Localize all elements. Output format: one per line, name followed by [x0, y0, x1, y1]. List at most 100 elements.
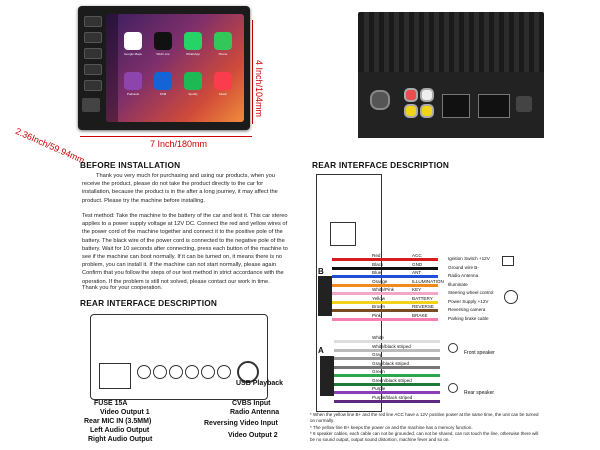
steering-wheel-icon	[504, 290, 518, 304]
wire-b-name: Red	[372, 253, 381, 258]
wire-a-name: Green	[372, 369, 385, 374]
wire-b	[332, 275, 438, 278]
rear-interface-title-left: REAR INTERFACE DESCRIPTION	[80, 298, 218, 308]
before-installation-title: BEFORE INSTALLATION	[80, 160, 181, 170]
wire-a	[334, 357, 440, 360]
rear-speaker-icon	[448, 383, 458, 393]
heatsink-fin	[534, 12, 539, 72]
wire-a-name: Gray/black striped	[372, 360, 410, 366]
wire-b-name: Blue	[372, 270, 382, 275]
app-label: WHO one	[156, 52, 170, 56]
stereo-rear-image	[358, 12, 544, 138]
top-connector	[330, 222, 356, 246]
connector-b-label: B	[318, 267, 324, 276]
wire-b	[332, 300, 438, 304]
heatsink-fin	[494, 12, 499, 72]
right-audio-jack	[185, 365, 199, 379]
wire-a	[334, 391, 440, 394]
heatsink-fin	[364, 12, 369, 72]
wire-b-name: Pink	[372, 312, 381, 318]
wire-a-name: Purple	[372, 386, 386, 391]
rca-yellow-1	[404, 104, 418, 118]
video-out-1-jack	[137, 365, 151, 379]
wire-b-function: ACC	[412, 253, 422, 258]
wire-b-name: Yellow	[372, 295, 386, 301]
label-reversing-video: Reversing Video Input	[204, 420, 278, 427]
phone-icon	[214, 32, 232, 50]
wire-a	[334, 374, 440, 377]
height-dimension: 4 Inch/104mm	[254, 60, 264, 118]
heatsink-fin	[394, 12, 399, 72]
volume-up-button	[84, 48, 102, 59]
radio-icon	[154, 72, 172, 90]
wire-b-name: White/Pink	[372, 287, 394, 292]
wire-b-target: Ground wire B-	[448, 264, 479, 270]
fuse-connector	[99, 363, 131, 389]
rear-interface-title-right: REAR INTERFACE DESCRIPTION	[312, 160, 450, 170]
wire-b	[332, 317, 438, 321]
wire-a-name: White	[372, 335, 384, 340]
label-left-audio: Left Audio Output	[90, 427, 150, 434]
label-rear-mic: Rear MIC IN (3.5MM)	[84, 418, 152, 425]
heatsink-fin	[414, 12, 419, 72]
app-label: SXM	[159, 92, 167, 96]
rear-speaker-label: Rear speaker	[464, 390, 495, 396]
app-label: WhatsApp	[186, 52, 200, 56]
label-video-output-2: Video Output 2	[228, 432, 278, 439]
wire-a	[334, 348, 440, 352]
before-paragraph-2: Test method: Take the machine to the bat…	[82, 213, 288, 285]
connector-b	[318, 276, 332, 316]
wiring-note: * The yellow line B+ keeps the power on …	[310, 424, 473, 430]
wire-b-target: Reversing camera	[448, 307, 486, 312]
news-icon	[154, 32, 172, 50]
harness-socket-a	[478, 94, 510, 118]
wire-b-target: Illuminate	[448, 281, 468, 287]
mic-jack	[153, 365, 167, 379]
heatsink-fin	[374, 12, 379, 72]
mic-icon	[84, 32, 102, 43]
front-speaker-icon	[448, 343, 458, 353]
wire-b-function: BRAKE	[412, 312, 428, 318]
heatsink-fin	[514, 12, 519, 72]
wire-b	[332, 283, 438, 287]
connector-a-label: A	[318, 346, 324, 355]
chat-icon	[184, 32, 202, 50]
wire-b-target: Power Supply +12V	[448, 298, 489, 304]
heatsink-fin	[524, 12, 529, 72]
usb-socket	[516, 96, 532, 112]
volume-down-button	[84, 64, 102, 75]
wire-b-function: GND	[412, 261, 423, 267]
wire-b	[332, 258, 438, 261]
app-label: Google Maps	[124, 52, 142, 56]
app-label: Spotify	[188, 92, 198, 96]
harness-socket-b	[442, 94, 470, 118]
dock	[106, 14, 118, 122]
connector-a	[320, 356, 334, 396]
wire-b-target: Radio Antenna	[448, 273, 479, 278]
rca-white	[420, 88, 434, 102]
height-arrow	[252, 20, 253, 124]
power-button	[84, 16, 102, 27]
before-paragraph-1: Thank you very much for purchasing and u…	[82, 173, 278, 204]
heatsink-fin	[434, 12, 439, 72]
heatsink-fin	[424, 12, 429, 72]
depth-dimension: 2.36Inch/59.94mm	[13, 126, 87, 166]
wire-b-name: Black	[372, 261, 384, 267]
antenna-port	[370, 90, 390, 110]
usb-port	[82, 98, 100, 112]
label-usb-playback: USB Playback	[236, 380, 284, 387]
note-icon	[214, 72, 232, 90]
heatsink-fin	[484, 12, 489, 72]
heatsink-fin	[454, 12, 459, 72]
heatsink-fin	[464, 12, 469, 72]
wire-b	[332, 266, 438, 270]
wire-b-function: REVERSE	[412, 304, 434, 309]
wiring-note: * 8 speaker cables, each cable can not b…	[310, 430, 539, 443]
wire-b-target: Ignition Switch +12V	[448, 256, 490, 261]
music-icon	[184, 72, 202, 90]
wire-a-name: White/black striped	[372, 343, 411, 349]
wire-a	[334, 365, 440, 369]
app-label: Phone	[218, 52, 228, 56]
